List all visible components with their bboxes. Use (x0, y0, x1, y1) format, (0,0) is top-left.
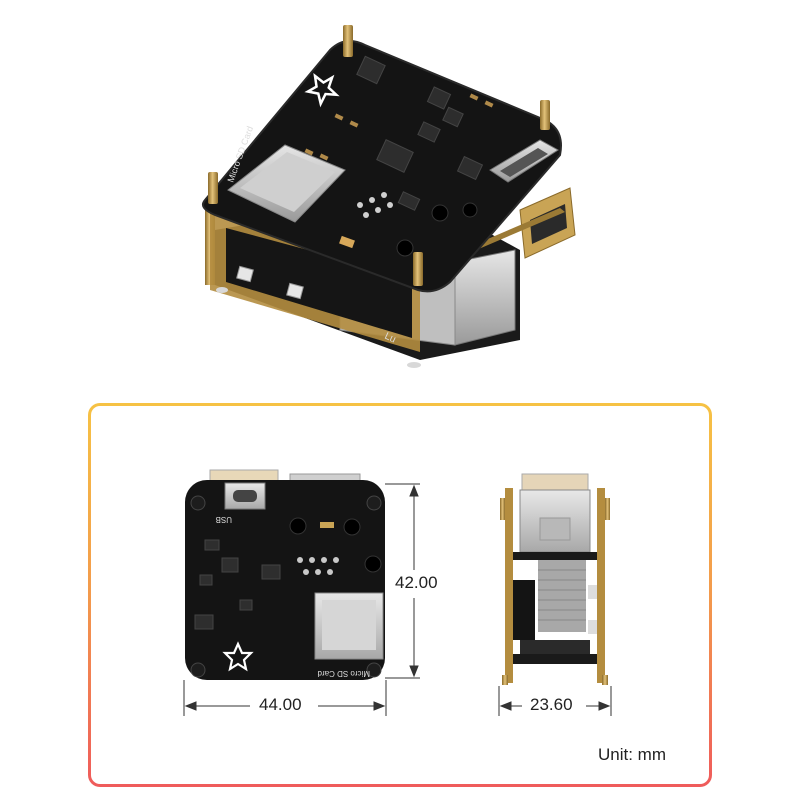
smd-components (356, 55, 484, 211)
logo-icon (304, 72, 340, 108)
unit-label: Unit: mm (598, 745, 666, 764)
dimensions-panel (88, 403, 712, 787)
product-photo-3d: Micro SD Card (202, 25, 576, 368)
micro-sd-slot-top (227, 144, 346, 223)
usb-c-port (489, 139, 559, 183)
mounting-holes (396, 202, 478, 257)
side-buttons (236, 265, 304, 300)
edge-marking: Lu (383, 331, 398, 346)
depth-dimension-label: 23.60 (527, 695, 576, 715)
bottom-feet (216, 287, 421, 368)
height-dimension-label: 42.00 (392, 573, 441, 593)
width-dimension-label: 44.00 (256, 695, 305, 715)
pin-pads (357, 192, 393, 218)
passive-components (304, 93, 494, 249)
brass-standoffs (208, 25, 550, 286)
